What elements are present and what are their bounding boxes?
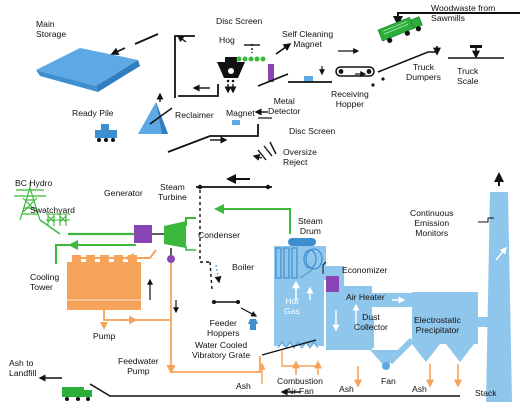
generator — [134, 225, 152, 243]
label-bc-hydro: BC Hydro — [15, 178, 53, 188]
ready-pile — [138, 102, 168, 134]
label-economizer: Economizer — [342, 265, 388, 275]
label-air-heater: Air Heater — [346, 292, 385, 302]
swatchyard — [46, 213, 70, 226]
cooling-tower — [67, 255, 141, 310]
label-feeder-hoppers: Feeder Hoppers — [207, 318, 240, 338]
label-ash-3: Ash — [412, 384, 427, 394]
label-ash-to-landfill: Ash to Landfill — [9, 358, 37, 378]
label-steam-drum: Steam Drum — [298, 216, 323, 236]
label-truck-scale: Truck Scale — [457, 66, 479, 86]
label-cooling-tower: Cooling Tower — [30, 272, 60, 292]
label-combustion-air-fan: Combustion Air Fan — [277, 376, 323, 396]
steam-drum — [288, 238, 316, 246]
self-cleaning-magnet — [304, 76, 313, 82]
label-hog: Hog — [219, 35, 235, 45]
label-oversize-reject: Oversize Reject — [283, 147, 317, 167]
magnet-lower — [232, 120, 240, 125]
label-woodwaste: Woodwaste from Sawmills — [431, 3, 496, 23]
label-main-storage: Main Storage — [36, 19, 67, 39]
main-storage-building — [36, 48, 140, 92]
label-dust-collector: Dust Collector — [354, 312, 388, 332]
emission-monitor-line — [478, 217, 494, 223]
reclaimer-vehicle — [95, 124, 117, 142]
label-feedwater-pump: Feedwater Pump — [118, 356, 159, 376]
label-electrostatic-precipitator: Electrostatic Precipitator — [414, 315, 461, 335]
receiving-hopper — [335, 66, 375, 77]
label-magnet: Magnet — [226, 108, 255, 118]
ash-truck — [62, 387, 92, 401]
label-reclaimer: Reclaimer — [175, 110, 214, 120]
delivery-truck — [377, 16, 423, 43]
label-continuous-emission: Continuous Emission Monitors — [410, 208, 454, 238]
label-ash-1: Ash — [236, 381, 251, 391]
stack — [486, 192, 512, 402]
electrostatic-precipitator — [412, 292, 478, 362]
label-generator: Generator — [104, 188, 143, 198]
label-boiler: Boiler — [232, 262, 254, 272]
label-condenser: Condenser — [198, 230, 241, 240]
label-ash-2: Ash — [339, 384, 354, 394]
label-disc-screen-top: Disc Screen — [216, 16, 263, 26]
label-ready-pile: Ready Pile — [72, 108, 114, 118]
label-hot-gas: Hot Gas — [284, 296, 300, 316]
feedwater-pump — [167, 366, 175, 374]
label-steam-turbine: Steam Turbine — [158, 182, 187, 202]
fan — [382, 362, 390, 370]
label-stack: Stack — [475, 388, 497, 398]
pump — [100, 322, 108, 330]
metal-detector — [268, 64, 274, 82]
steam-turbine — [164, 221, 186, 248]
feeder-hoppers — [248, 319, 258, 330]
condenser — [167, 255, 175, 263]
label-disc-screen-bottom: Disc Screen — [289, 126, 336, 136]
boiler — [274, 246, 326, 346]
economizer-column — [326, 266, 374, 350]
woodwaste-arrow — [393, 12, 520, 26]
label-swatchyard: Swatchyard — [30, 205, 75, 215]
label-fan: Fan — [381, 376, 396, 386]
label-truck-dumpers: Truck Dumpers — [406, 62, 441, 82]
label-metal-detector: Metal Detector — [268, 96, 301, 116]
disc-screen-top-rollers — [236, 56, 266, 62]
transmission-tower — [14, 182, 46, 221]
label-receiving-hopper: Receiving Hopper — [331, 89, 369, 109]
label-self-cleaning-magnet: Self Cleaning Magnet — [282, 29, 334, 49]
ash-conveyor — [89, 383, 460, 397]
disc-screen-bottom — [257, 141, 277, 161]
label-water-cooled-grate: Water Cooled Vibratory Grate — [192, 340, 251, 360]
label-pump: Pump — [93, 331, 116, 341]
